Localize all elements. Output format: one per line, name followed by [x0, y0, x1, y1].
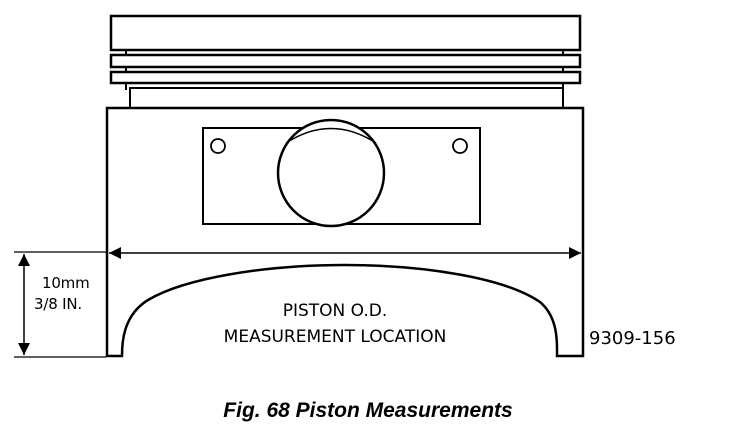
figure-code: 9309-156 [589, 328, 676, 349]
oil-hole-left [210, 138, 226, 154]
measurement-location-label-line2: MEASUREMENT LOCATION [223, 327, 447, 347]
piston-ring-1 [109, 53, 582, 69]
piston-crown [109, 14, 582, 52]
wrist-pin-bore-top-line [285, 127, 377, 144]
dimension-metric-label: 10mm [42, 274, 90, 292]
dimension-imperial-label: 3/8 IN. [34, 295, 82, 313]
measurement-location-label-line1: PISTON O.D. [282, 301, 388, 321]
figure-caption: Fig. 68 Piston Measurements [223, 399, 513, 422]
oil-hole-right [452, 138, 468, 154]
piston-ring-land [129, 87, 564, 109]
piston-ring-2 [109, 70, 582, 85]
wrist-pin-bore [276, 118, 386, 228]
